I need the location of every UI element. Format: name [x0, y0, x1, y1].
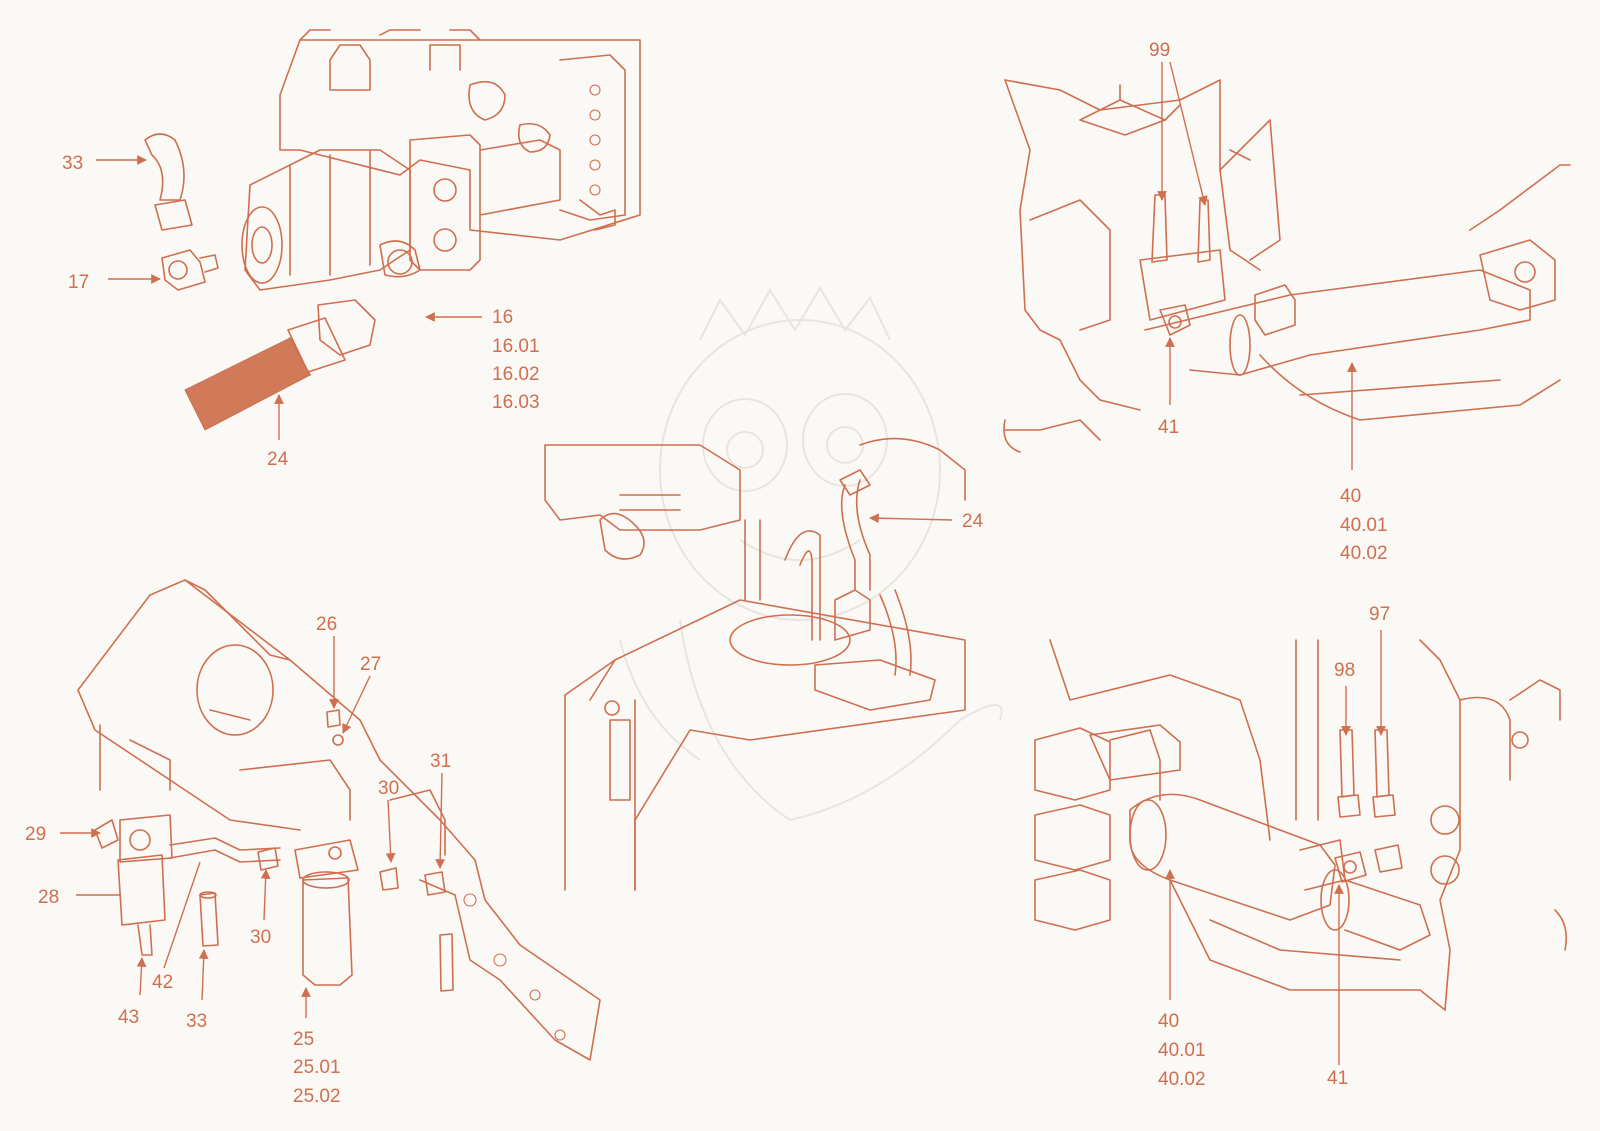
watermark-mascot-icon	[619, 286, 1003, 822]
filter-25-drawing	[294, 839, 359, 986]
callout-42: 42	[152, 972, 173, 993]
callout-leaders-bottom-right	[1165, 630, 1386, 1065]
callout-25: 25	[293, 1029, 314, 1050]
callout-16-01: 16.01	[492, 336, 540, 357]
callout-24: 24	[267, 449, 289, 470]
adapter-17-drawing	[161, 249, 219, 291]
bracket-frame-drawing	[1003, 79, 1281, 453]
callout-leaders-top-right	[1157, 61, 1357, 470]
pins-99-drawing	[1139, 194, 1226, 321]
panel-bottom-left-filter: 26 27 31 30 29 28 30 42 43 33 25 25.01 2…	[25, 579, 601, 1107]
mounting-plate-drawing	[77, 579, 601, 1061]
callout-33: 33	[62, 153, 83, 174]
callout-99: 99	[1149, 40, 1170, 61]
callout-leaders-top-left	[96, 155, 482, 440]
pins-97-98-drawing	[1337, 729, 1396, 818]
hydraulic-block-drawing	[279, 29, 641, 271]
gear-pump-drawing	[241, 149, 421, 291]
small-parts-26-27-drawing	[257, 709, 446, 896]
callout-41-bottom: 41	[1327, 1068, 1348, 1089]
callout-16-03: 16.03	[492, 392, 540, 413]
callout-33-lower: 33	[186, 1011, 207, 1032]
callout-40-01-bottom: 40.01	[1158, 1040, 1206, 1061]
callout-40-02-top: 40.02	[1340, 543, 1388, 564]
callout-16-02: 16.02	[492, 364, 540, 385]
frame-bracket-drawing	[1034, 639, 1568, 1011]
fitting-41-bottom-drawing	[1334, 844, 1403, 883]
callout-25-01: 25.01	[293, 1057, 341, 1078]
hoses-drawing	[744, 469, 912, 676]
callout-30-upper: 30	[378, 778, 399, 799]
callout-25-02: 25.02	[293, 1086, 341, 1107]
callout-29: 29	[25, 824, 46, 845]
callout-24-center: 24	[962, 511, 984, 532]
callout-27: 27	[360, 654, 381, 675]
panel-top-left-pump: 33 17 16 16.01 16.02 16.03 24	[62, 29, 641, 470]
callout-leaders-bottom-left	[60, 636, 446, 1018]
callout-40-bottom: 40	[1158, 1011, 1179, 1032]
callout-30-lower: 30	[250, 927, 271, 948]
callout-41-top: 41	[1158, 417, 1179, 438]
panel-top-right-cylinder: 99 41 40 40.01 40.02	[1003, 40, 1571, 564]
fitting-28-29-drawing	[94, 814, 173, 956]
callout-40-02-bottom: 40.02	[1158, 1069, 1206, 1090]
callout-43: 43	[118, 1007, 139, 1028]
callout-26: 26	[316, 614, 337, 635]
callout-40-01-top: 40.01	[1340, 515, 1388, 536]
callout-40-top: 40	[1340, 486, 1361, 507]
hose-fitting-drawing	[184, 299, 376, 431]
callout-leaders-center	[869, 513, 953, 524]
fitting-41-drawing	[1159, 304, 1191, 336]
cylinder-bottom-drawing	[1129, 793, 1446, 1011]
callout-97: 97	[1369, 604, 1390, 625]
callout-98: 98	[1334, 660, 1355, 681]
callout-17: 17	[68, 272, 89, 293]
tank-drawing	[544, 437, 966, 891]
callout-16: 16	[492, 307, 513, 328]
panel-bottom-right-cylinder: 98 97 40 40.01 40.02 41	[1034, 604, 1568, 1090]
hydraulic-cylinder-drawing	[1144, 164, 1571, 421]
pipe-42-33-drawing	[169, 837, 454, 992]
panel-center-tank: 24	[544, 437, 984, 891]
callout-28: 28	[38, 887, 59, 908]
elbow-fitting-33-drawing	[144, 133, 193, 231]
callout-31: 31	[430, 751, 451, 772]
